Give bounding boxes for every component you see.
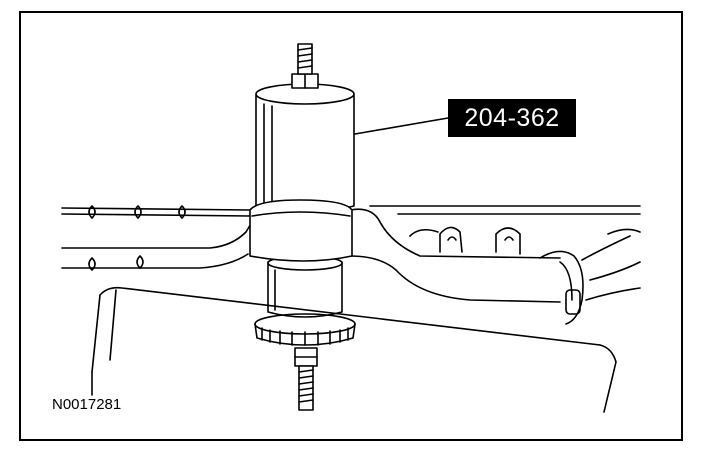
seat-collar — [249, 199, 353, 262]
subframe-rail — [91, 286, 617, 413]
tool-number-label: 204-362 — [448, 99, 576, 137]
axle-beam — [61, 205, 641, 303]
lower-bolt — [294, 347, 318, 411]
seat-brackets — [439, 226, 521, 255]
arm-end-bushing — [539, 228, 641, 325]
figure-id: N0017281 — [52, 396, 122, 413]
tool-cylinder — [255, 43, 355, 213]
tool-leader-line — [354, 117, 449, 135]
receiver-cup — [254, 255, 356, 346]
